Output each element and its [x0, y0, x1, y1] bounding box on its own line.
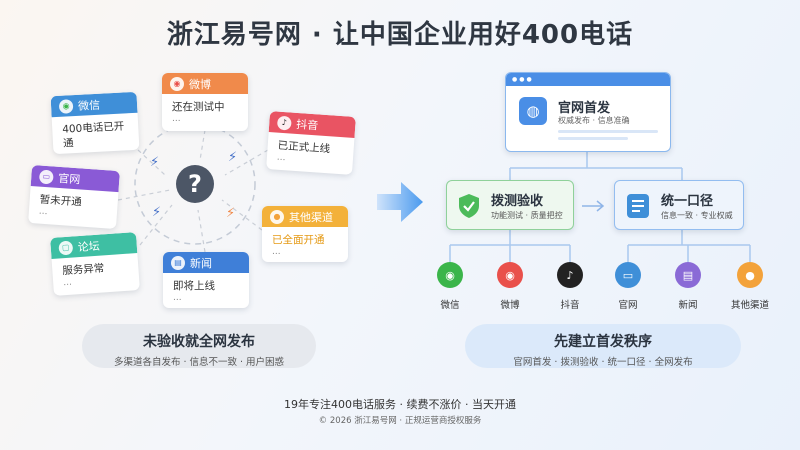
left-summary-pill: 未验收就全网发布 多渠道各自发布 · 信息不一致 · 用户困惑: [82, 324, 316, 368]
question-mark-icon: ?: [176, 165, 214, 203]
channel-label-wechat: 微信: [440, 300, 460, 311]
channel-label-weibo: 微博: [500, 300, 520, 311]
channel-card-news: ▤ 新闻 即将上线 ...: [163, 252, 249, 308]
card-title: 新闻: [190, 256, 212, 270]
arrow-right-icon: [377, 182, 423, 222]
node-title: 拨测验收: [491, 194, 544, 209]
wechat-icon: ◉: [437, 262, 463, 288]
douyin-icon: ♪: [557, 262, 583, 288]
page-title: 浙江易号网 · 让中国企业用好400电话: [166, 20, 634, 50]
official-site-first-node: ●●● ◍ 官网首发 权威发布 · 信息准确: [505, 72, 671, 152]
channel-label-website: 官网: [618, 300, 638, 311]
channel-label-douyin: 抖音: [560, 300, 580, 311]
bolt-icon: ⚡: [150, 155, 160, 170]
card-ellipsis: ...: [172, 114, 181, 124]
placeholder-line: [558, 137, 628, 140]
right-pill-subtitle: 官网首发 · 拨测验收 · 统一口径 · 全网发布: [513, 357, 693, 368]
browser-bar: ●●●: [506, 73, 670, 86]
right-summary-pill: 先建立首发秩序 官网首发 · 拨测验收 · 统一口径 · 全网发布: [465, 324, 741, 368]
weibo-icon: ◉: [497, 262, 523, 288]
card-status: 即将上线: [173, 280, 215, 292]
window-dots-icon: ●●●: [512, 76, 534, 83]
weibo-icon: ◉: [170, 76, 184, 91]
unified-messaging-node: 统一口径 信息一致 · 专业权威: [614, 180, 744, 230]
node-title: 统一口径: [661, 194, 714, 209]
monitor-icon: ▭: [615, 262, 641, 288]
bolt-icon: ⚡: [226, 206, 236, 221]
node-subtitle: 信息一致 · 专业权威: [661, 211, 733, 220]
bolt-icon: ⚡: [152, 205, 162, 220]
channel-card-weibo: ◉ 微博 还在测试中 ...: [162, 73, 248, 131]
card-status: 还在测试中: [172, 101, 225, 113]
news-icon: ▤: [675, 262, 701, 288]
placeholder-line: [558, 130, 658, 133]
dashed-circle: [134, 123, 256, 245]
left-pill-subtitle: 多渠道各自发布 · 信息不一致 · 用户困惑: [113, 357, 285, 368]
node-subtitle: 功能测试 · 质量把控: [491, 211, 563, 220]
card-ellipsis: ...: [272, 247, 281, 257]
left-pill-title: 未验收就全网发布: [143, 334, 255, 350]
card-title: 微博: [189, 77, 211, 91]
bolt-icon: ⚡: [228, 150, 238, 165]
group-icon: ●: [737, 262, 763, 288]
card-title: 其他渠道: [289, 210, 333, 224]
node-title: 官网首发: [558, 101, 611, 116]
dial-test-acceptance-node: 拨测验收 功能测试 · 质量把控: [446, 180, 574, 230]
right-pill-title: 先建立首发秩序: [554, 334, 652, 350]
channel-card-other: ● 其他渠道 已全面开通 ...: [262, 206, 348, 262]
group-icon: ●: [270, 209, 284, 224]
news-icon: ▤: [171, 255, 185, 270]
footer-copyright: © 2026 浙江易号网 · 正规运营商授权服务: [318, 416, 482, 426]
channel-label-other: 其他渠道: [730, 300, 769, 311]
card-ellipsis: ...: [173, 293, 182, 303]
globe-icon: ◍: [519, 97, 547, 125]
channel-label-news: 新闻: [678, 300, 698, 311]
card-status: 已全面开通: [272, 234, 325, 246]
footer-tagline: 19年专注400电话服务 · 续费不涨价 · 当天开通: [284, 398, 516, 411]
node-subtitle: 权威发布 · 信息准确: [558, 116, 630, 125]
shield-check-icon: [457, 193, 481, 219]
document-icon: [627, 194, 649, 218]
